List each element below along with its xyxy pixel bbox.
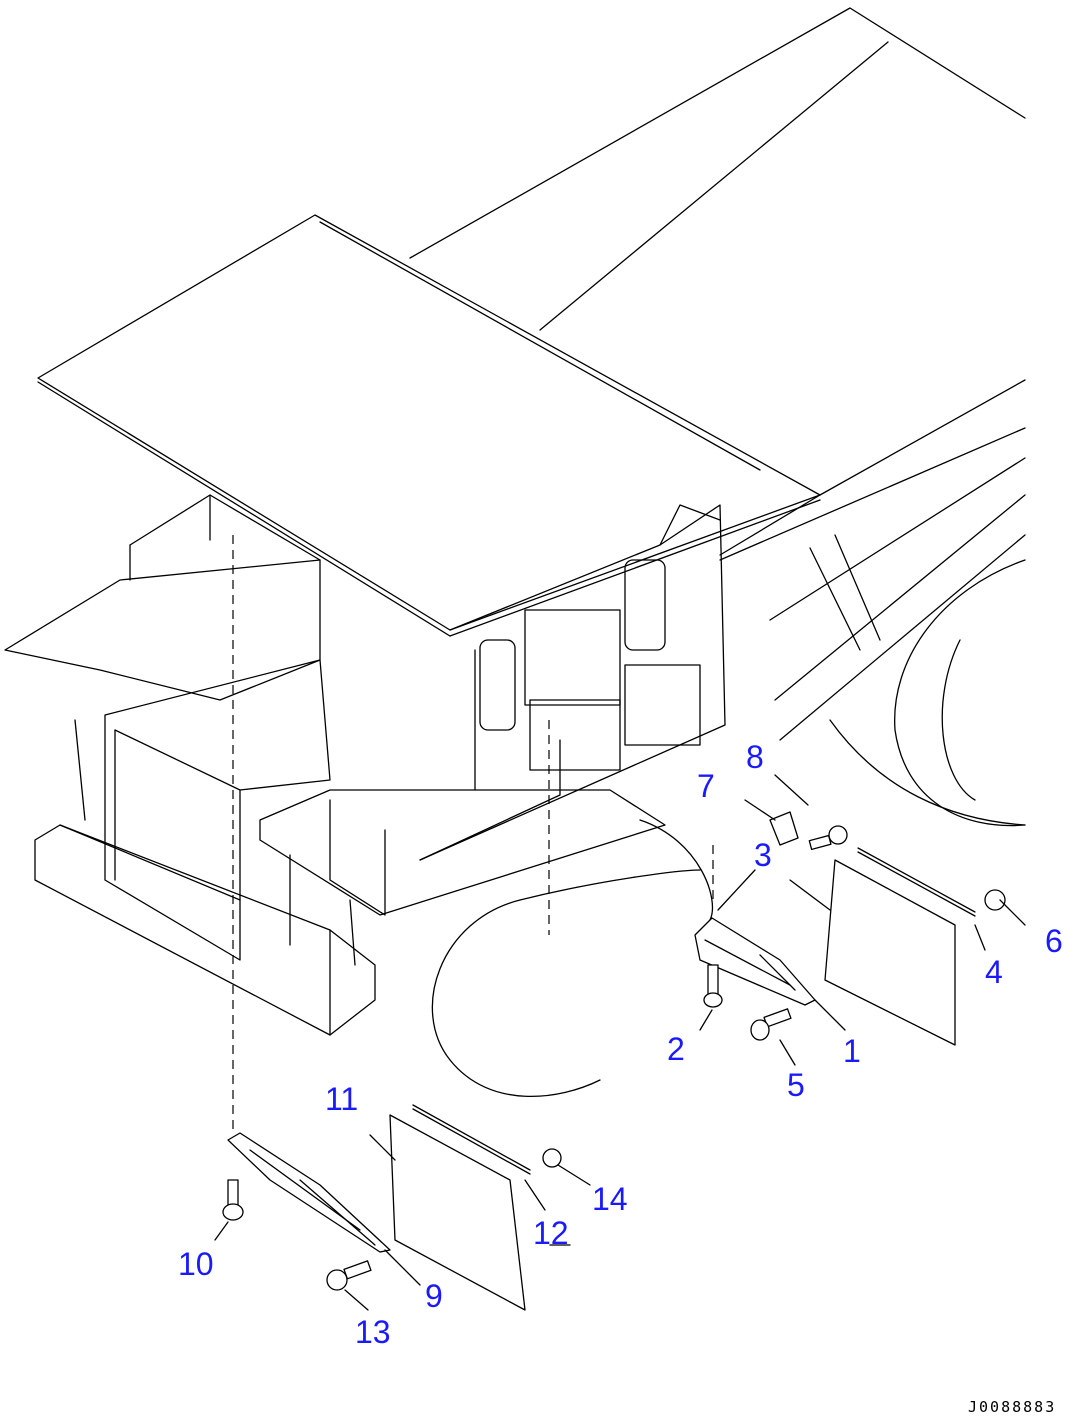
callout-3: 3 <box>754 837 772 873</box>
bolt-13 <box>326 1260 372 1291</box>
front-deck <box>4 494 666 1036</box>
callouts: 1 2 3 4 5 6 7 8 9 10 11 12 13 14 <box>178 739 1063 1350</box>
callout-12: 12 <box>533 1215 569 1251</box>
callout-1: 1 <box>843 1033 861 1069</box>
mudguard-flap-12 <box>389 1104 531 1311</box>
bolt-8 <box>808 825 848 851</box>
clip-7 <box>769 811 799 846</box>
callout-7: 7 <box>697 768 715 804</box>
callout-8: 8 <box>746 739 764 775</box>
nut-14 <box>542 1148 562 1168</box>
callout-6: 6 <box>1045 923 1063 959</box>
callout-9: 9 <box>425 1278 443 1314</box>
bolt-5 <box>750 1008 792 1041</box>
callout-11: 11 <box>325 1081 358 1117</box>
callout-4: 4 <box>985 954 1003 990</box>
callout-5: 5 <box>787 1067 805 1103</box>
callout-13: 13 <box>355 1314 391 1350</box>
nut-6 <box>984 889 1006 911</box>
mudguard-flap-4 <box>824 847 976 1046</box>
bracket-9 <box>227 1132 391 1253</box>
dump-body <box>37 7 1026 741</box>
callout-10: 10 <box>178 1246 214 1282</box>
drawing-number: J0088883 <box>968 1398 1056 1416</box>
bracket-1 <box>694 917 816 1006</box>
callout-2: 2 <box>667 1031 685 1067</box>
rear-wheel <box>829 559 1026 827</box>
bolt-10 <box>222 1179 244 1221</box>
leader-lines <box>214 774 1026 1311</box>
callout-14: 14 <box>592 1181 628 1217</box>
bolt-2 <box>703 964 723 1008</box>
cab <box>419 504 726 861</box>
